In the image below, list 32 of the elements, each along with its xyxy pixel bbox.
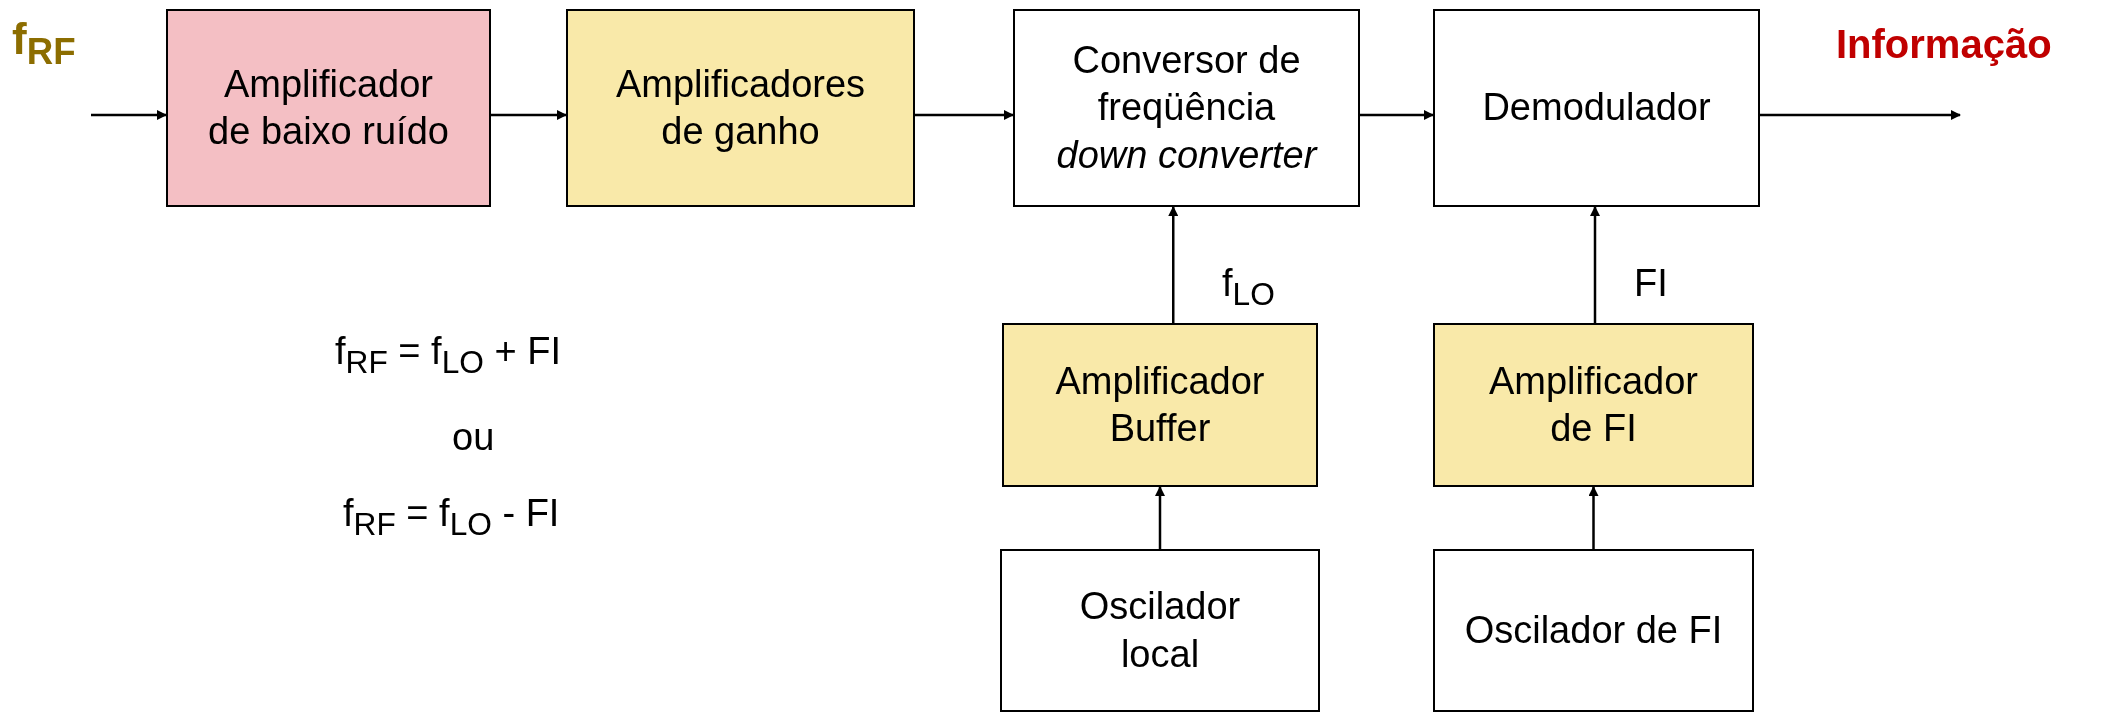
box-text: Amplificadores de ganho — [614, 61, 867, 154]
arrow — [91, 110, 167, 120]
box-text: Oscilador de FI — [1464, 607, 1723, 653]
arrow — [1360, 110, 1434, 120]
output-label: Informação — [1836, 22, 2052, 67]
amplifier-box — [166, 9, 491, 207]
arrow — [1168, 206, 1179, 323]
box-text: Amplificador de baixo ruído — [207, 61, 450, 154]
demodulator-box — [1433, 9, 1760, 207]
equation: f$_{RF}$ = f$_{LO}$ - FI — [343, 492, 560, 543]
box-text: Amplificador Buffer — [1054, 358, 1266, 451]
amplifier-box — [566, 9, 915, 207]
converter-box — [1013, 9, 1360, 207]
box-text: down converter — [1056, 132, 1317, 178]
equation: f$_{RF}$ = f$_{LO}$ + FI — [335, 330, 561, 381]
oscillator-box — [1000, 549, 1320, 712]
arrow — [1590, 206, 1600, 323]
arrow — [915, 110, 1014, 120]
arrow — [491, 110, 567, 120]
arrow — [1760, 110, 1961, 120]
oscillator-box — [1433, 549, 1754, 712]
box-text: Amplificador de FI — [1487, 358, 1700, 451]
edge-label: f$_{LO}$ — [1222, 262, 1275, 313]
box-text: Oscilador local — [1078, 584, 1242, 677]
arrow — [1588, 486, 1599, 549]
amplifier-box — [1433, 323, 1754, 487]
box-text: Demodulador — [1482, 85, 1711, 131]
arrow — [1155, 486, 1165, 549]
equation-text: ou — [452, 416, 495, 459]
amplifier-box — [1002, 323, 1318, 487]
signal-label: f$_{RF}$ — [12, 14, 76, 73]
edge-label: FI — [1634, 262, 1668, 305]
